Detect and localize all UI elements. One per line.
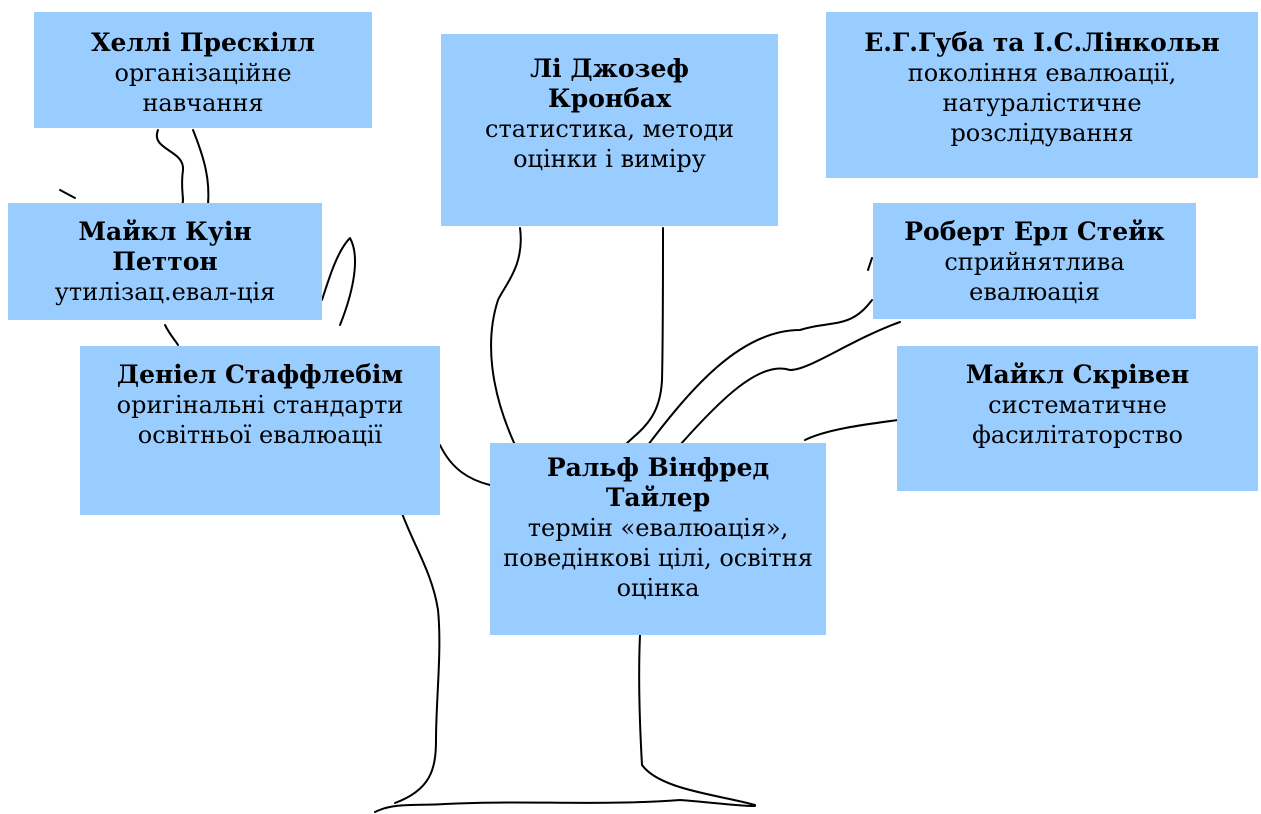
twig-patton-left xyxy=(59,189,76,199)
node-guba-description: покоління евалюації, натуралістичне розс… xyxy=(907,59,1177,147)
node-stufflebeam: Деніел Стаффлебім оригінальні стандарти … xyxy=(80,346,440,515)
node-tyler: Ральф Вінфред Тайлер термін «евалюація»,… xyxy=(490,443,826,635)
twig-stake xyxy=(867,257,873,271)
node-preskill-description: організаційне навчання xyxy=(114,59,292,117)
node-tyler-description: термін «евалюація», поведінкові цілі, ос… xyxy=(503,514,813,602)
branch-stake-lower xyxy=(679,321,901,446)
trunk-base xyxy=(374,799,756,813)
node-stake-name: Роберт Ерл Стейк xyxy=(904,217,1165,246)
node-scriven: Майкл Скрівен систематичне фасилітаторст… xyxy=(897,346,1258,491)
branch-preskill xyxy=(155,129,185,206)
node-guba: Е.Г.Губа та І.С.Лінкольн покоління евалю… xyxy=(826,12,1258,178)
trunk-right-edge xyxy=(638,634,756,806)
node-cronbach-description: статистика, методи оцінки і виміру xyxy=(485,115,734,173)
node-patton: Майкл Куін Петтон утилізац.евал-ція xyxy=(8,203,322,320)
node-tyler-name: Ральф Вінфред Тайлер xyxy=(546,453,770,512)
twig-patton-mid xyxy=(164,324,179,346)
node-guba-name: Е.Г.Губа та І.С.Лінкольн xyxy=(864,28,1220,57)
node-stake: Роберт Ерл Стейк сприйнятлива евалюація xyxy=(873,203,1196,319)
node-scriven-description: систематичне фасилітаторство xyxy=(972,391,1183,449)
branch-scriven xyxy=(804,419,899,441)
branch-cronbach-left xyxy=(490,227,522,446)
branch-stake xyxy=(647,299,873,446)
node-stufflebeam-name: Деніел Стаффлебім xyxy=(116,360,404,389)
branch-preskill-2 xyxy=(192,129,210,206)
node-cronbach-name: Лі Джозеф Кронбах xyxy=(530,54,689,113)
node-stake-description: сприйнятлива евалюація xyxy=(944,248,1125,306)
node-patton-name: Майкл Куін Петтон xyxy=(78,217,252,276)
node-cronbach: Лі Джозеф Кронбах статистика, методи оці… xyxy=(441,34,778,226)
node-stufflebeam-description: оригінальні стандарти освітньої евалюаці… xyxy=(116,391,404,449)
node-patton-description: утилізац.евал-ція xyxy=(54,278,276,306)
branch-patton xyxy=(321,237,357,326)
node-preskill-name: Хеллі Прескілл xyxy=(91,28,315,57)
branch-cronbach-right xyxy=(624,227,664,446)
branch-stufflebeam xyxy=(439,444,491,486)
node-scriven-name: Майкл Скрівен xyxy=(965,360,1190,389)
trunk-left-edge xyxy=(394,501,441,804)
node-preskill: Хеллі Прескілл організаційне навчання xyxy=(34,12,372,128)
